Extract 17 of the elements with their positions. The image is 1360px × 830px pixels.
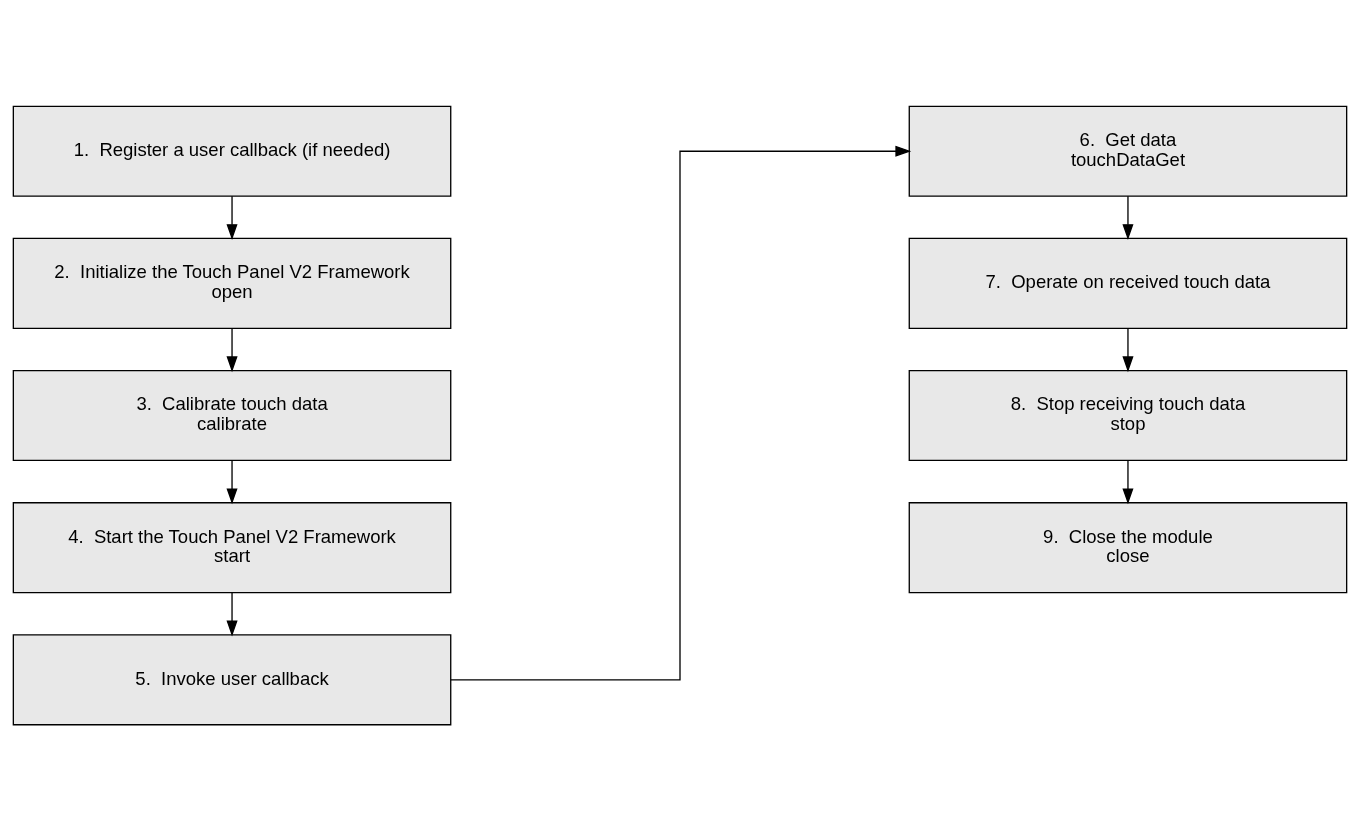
arrow <box>450 145 912 680</box>
arrow <box>226 459 238 504</box>
arrow <box>1122 195 1134 240</box>
node-box: 4. Start the Touch Panel V2 Framework start <box>12 501 452 593</box>
node-box: 7. Operate on received touch data <box>908 237 1348 329</box>
node-box: 1. Register a user callback (if needed) <box>12 105 452 197</box>
node-box: 8. Stop receiving touch data stop <box>908 369 1348 461</box>
arrow <box>226 195 238 240</box>
arrow <box>226 327 238 372</box>
arrow <box>1122 327 1134 372</box>
node-box: 3. Calibrate touch data calibrate <box>12 369 452 461</box>
arrow <box>1122 459 1134 504</box>
node-box: 9. Close the module close <box>908 501 1348 593</box>
node-box: 6. Get data touchDataGet <box>908 105 1348 197</box>
node-box: 2. Initialize the Touch Panel V2 Framework open <box>12 237 452 329</box>
arrow <box>226 591 238 636</box>
node-box: 5. Invoke user callback <box>12 633 452 725</box>
